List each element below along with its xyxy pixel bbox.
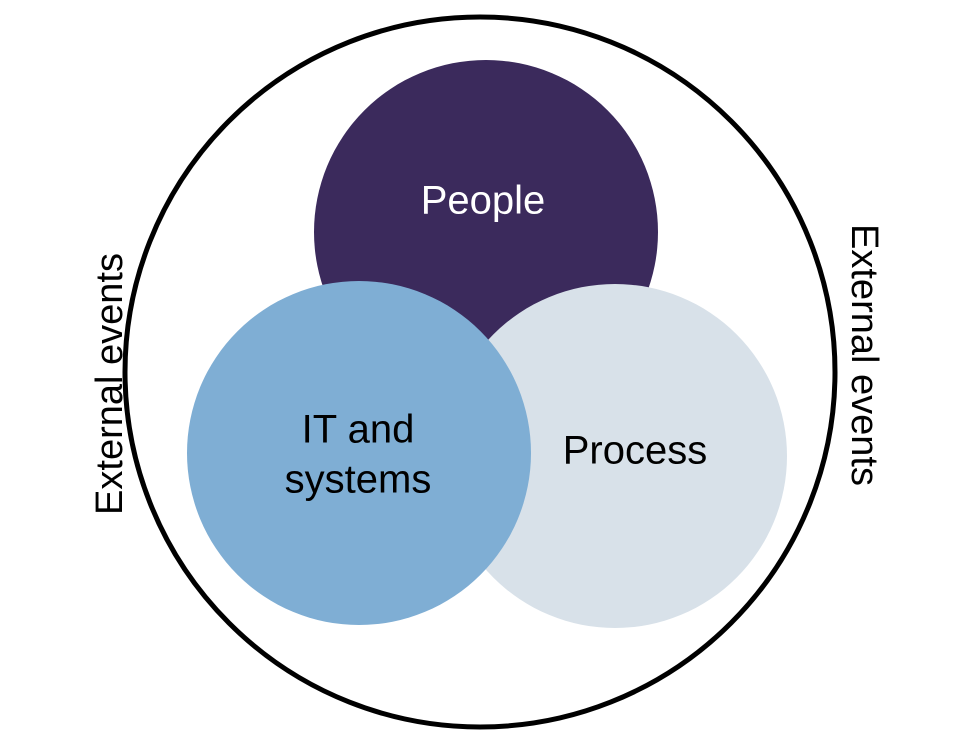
- external-events-right-label: External events: [843, 224, 885, 486]
- external-events-left-label: External events: [89, 253, 131, 515]
- process-circle: [443, 284, 787, 628]
- it-systems-circle: [187, 281, 531, 625]
- people-label: People: [421, 179, 546, 223]
- process-label: Process: [563, 429, 708, 473]
- it-systems-label-line1: IT and: [302, 408, 415, 452]
- it-systems-label-line2: systems: [285, 458, 432, 502]
- outer-boundary-circle: [122, 14, 838, 730]
